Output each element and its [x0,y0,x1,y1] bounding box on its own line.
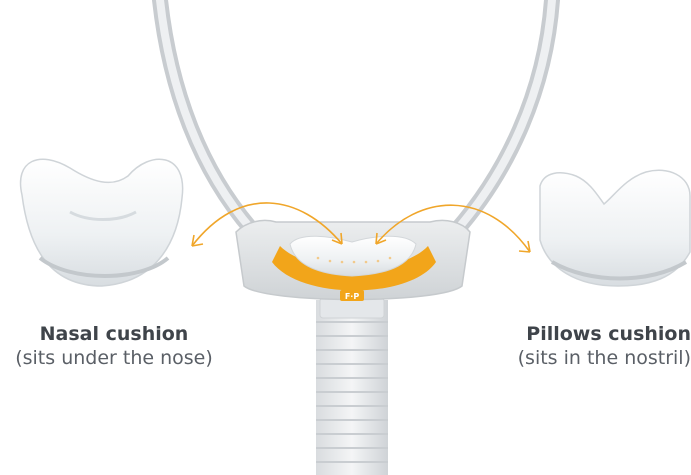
pillows-cushion-caption: Pillows cushion (sits in the nostril) [491,322,691,370]
brand-badge-text: F·P [345,292,360,301]
nasal-cushion-image [21,159,183,286]
pillows-cushion-title: Pillows cushion [491,322,691,346]
right-strap-highlight [455,0,552,232]
mask-frame: F·P [236,220,470,301]
nasal-cushion-caption: Nasal cushion (sits under the nose) [0,322,228,370]
right-strap [455,0,552,232]
corrugated-tube [316,298,388,475]
nasal-cushion-title: Nasal cushion [0,322,228,346]
pillows-cushion-subtitle: (sits in the nostril) [491,346,691,370]
pillows-cushion-image [540,170,690,286]
nasal-cushion-subtitle: (sits under the nose) [0,346,228,370]
